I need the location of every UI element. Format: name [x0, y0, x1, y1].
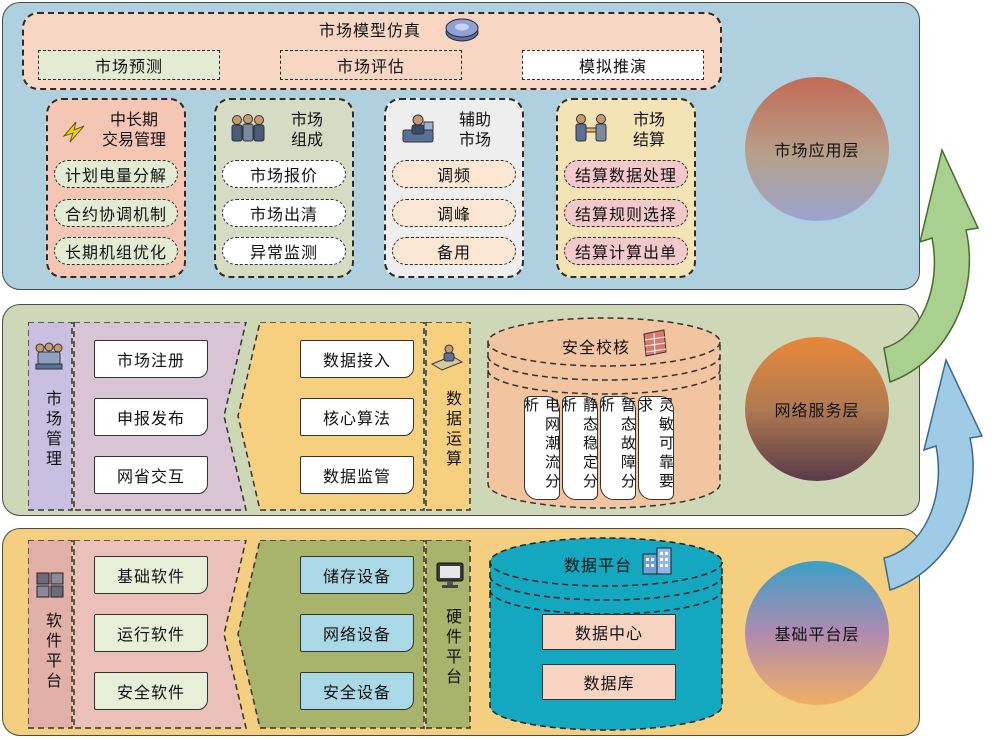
item-data-access: 数据接入	[300, 340, 414, 378]
software-platform-title: 软件平台	[43, 612, 62, 692]
network-layer-circle	[745, 337, 889, 481]
sim-item-evaluation: 市场评估	[280, 50, 462, 80]
item-settlement-rules: 结算规则选择	[564, 199, 688, 227]
market-management-title: 市场管理	[43, 390, 62, 470]
data-computation-title: 数据运算	[443, 390, 462, 470]
item-base-software: 基础软件	[94, 556, 208, 594]
application-layer-label: 市场应用层	[774, 141, 860, 160]
col-ancillary-market-title: 辅助市场	[458, 110, 491, 149]
item-frequency-regulation: 调频	[392, 160, 516, 188]
people-group-icon	[231, 114, 265, 142]
sim-item-forecast: 市场预测	[38, 50, 220, 80]
building-icon	[642, 547, 672, 575]
layer-arrows	[883, 147, 984, 591]
col-market-settlement-title: 市场结算	[632, 110, 665, 149]
item-data-center: 数据中心	[542, 614, 676, 650]
col-long-term-trading-title: 中长期交易管理	[101, 110, 166, 149]
item-security-software: 安全软件	[94, 672, 208, 710]
item-static-stability-analysis: 静态稳定分析	[560, 396, 599, 500]
data-platform-title: 数据平台	[563, 556, 632, 575]
sim-item-simulation: 模拟推演	[522, 50, 704, 80]
item-power-flow-analysis: 电网潮流分析	[522, 396, 561, 500]
item-peak-regulation: 调峰	[392, 199, 516, 227]
item-transient-fault-analysis: 暂态故障分析	[598, 396, 637, 500]
item-market-clearing: 市场出清	[222, 199, 346, 227]
item-network-device: 网络设备	[300, 614, 414, 652]
item-bid-publish: 申报发布	[94, 398, 208, 436]
meeting-icon	[35, 342, 63, 370]
item-sensitivity-reliability: 灵敏可靠要求	[636, 396, 675, 500]
analyst-desk-icon	[430, 344, 464, 371]
market-simulation-title: 市场模型仿真	[318, 21, 421, 40]
item-long-term-unit-opt: 长期机组优化	[54, 237, 178, 265]
network-layer-label: 网络服务层	[774, 401, 860, 420]
software-cubes-icon	[36, 572, 64, 598]
security-check-title: 安全校核	[561, 338, 630, 357]
firewall-icon	[643, 329, 667, 357]
simulation-disc-icon	[445, 18, 479, 42]
operator-desk-icon	[402, 114, 434, 143]
item-reserve: 备用	[392, 237, 516, 265]
item-data-supervision: 数据监管	[300, 456, 414, 494]
col-market-composition-title: 市场组成	[290, 110, 323, 149]
item-storage-device: 储存设备	[300, 556, 414, 594]
hardware-platform-title: 硬件平台	[443, 608, 462, 688]
item-market-quotation: 市场报价	[222, 160, 346, 188]
item-grid-province-interaction: 网省交互	[94, 456, 208, 494]
base-layer-label: 基础平台层	[774, 625, 860, 644]
item-settlement-billing: 结算计算出单	[564, 237, 688, 265]
item-settlement-data: 结算数据处理	[564, 160, 688, 188]
item-security-device: 安全设备	[300, 672, 414, 710]
item-anomaly-monitoring: 异常监测	[222, 237, 346, 265]
handshake-people-icon	[575, 114, 607, 142]
lightning-icon	[62, 121, 85, 143]
item-runtime-software: 运行软件	[94, 614, 208, 652]
base-layer-circle	[745, 561, 889, 705]
item-contract-coordination: 合约协调机制	[54, 199, 178, 227]
item-database: 数据库	[542, 664, 676, 700]
item-market-registration: 市场注册	[94, 340, 208, 378]
computer-monitor-icon	[436, 562, 464, 588]
item-plan-decomposition: 计划电量分解	[54, 160, 178, 188]
application-layer-circle	[745, 77, 889, 221]
item-core-algorithm: 核心算法	[300, 398, 414, 436]
